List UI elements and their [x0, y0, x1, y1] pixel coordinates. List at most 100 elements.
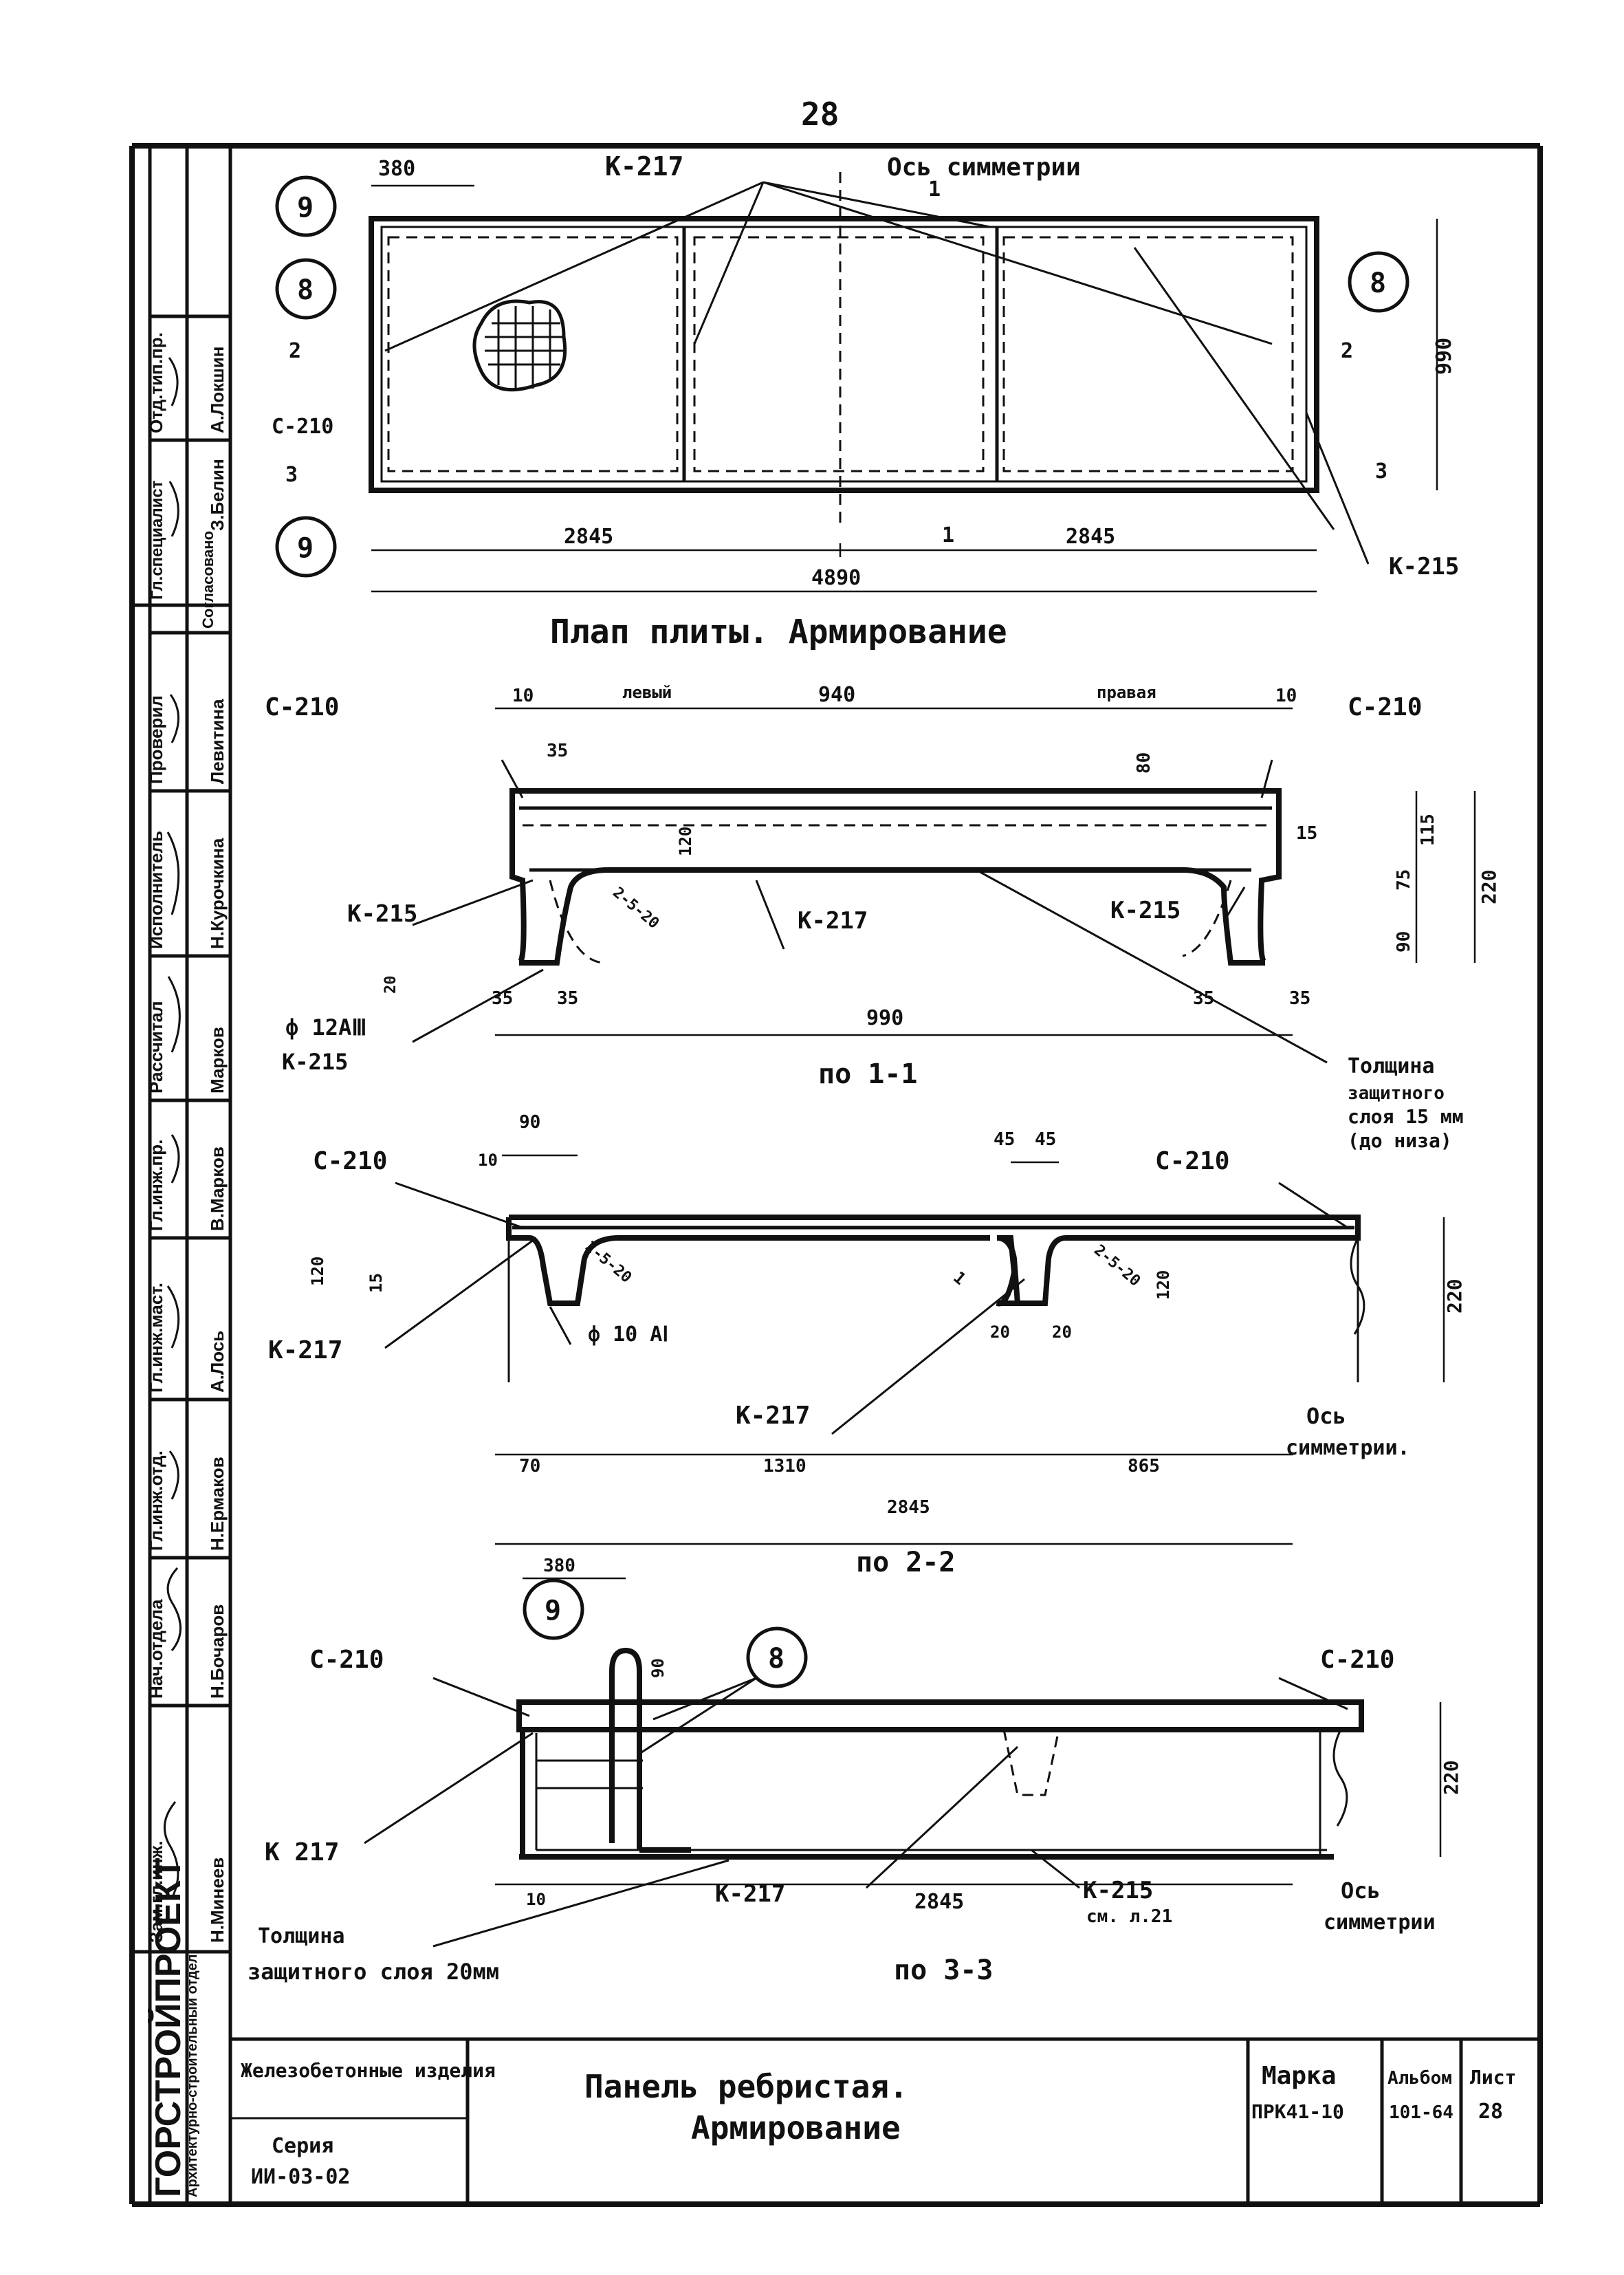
- plan-label-k215: К-215: [1389, 553, 1459, 580]
- s2-rebar: ф 10 АⅠ: [588, 1322, 668, 1347]
- stamp-role-0: Зам.гл.инж.: [146, 1841, 166, 1943]
- section-3-3: [364, 1577, 1442, 1948]
- stamp-name-5: Марков: [207, 1027, 228, 1093]
- s3-d90: 90: [648, 1658, 668, 1678]
- s1-pr: правая: [1097, 683, 1156, 702]
- plan-dim-4890: 4890: [811, 566, 861, 590]
- plan-label-c210: С-210: [272, 415, 333, 439]
- s1-d35: 35: [547, 741, 568, 761]
- s2-d45b: 45: [1035, 1129, 1056, 1150]
- stamp-name-2: Н.Ермаков: [207, 1457, 228, 1551]
- s2-d20a: 20: [990, 1322, 1010, 1342]
- s3-axis1: Ось: [1341, 1877, 1381, 1904]
- s3-k215note: см. л.21: [1086, 1906, 1172, 1927]
- plan-label-s2a: 2: [289, 339, 301, 363]
- s3-c210b: С-210: [1320, 1646, 1394, 1674]
- plan-label-s3a: 3: [285, 463, 298, 487]
- s2-d220: 220: [1443, 1278, 1466, 1314]
- stamp-role-2: Гл.инж.отд.: [146, 1450, 166, 1551]
- tb-doc-type: Железобетонные изделия: [241, 2059, 496, 2082]
- s2-d865: 865: [1128, 1456, 1160, 1477]
- plan-label-s1b: 1: [942, 523, 954, 547]
- s3-c210a: С-210: [309, 1646, 384, 1674]
- s3-axis2: симметрии: [1324, 1911, 1436, 1935]
- s2-bars1: 2-5-20: [582, 1238, 635, 1286]
- tb-title2: Армирование: [691, 2109, 901, 2146]
- s1-rebar: ф 12АⅢ: [285, 1014, 366, 1041]
- s2-d45a: 45: [994, 1129, 1015, 1150]
- s1-d35c: 35: [1193, 988, 1214, 1009]
- s1-note3: слоя 15 мм: [1348, 1105, 1464, 1128]
- sheet-frame: [129, 143, 1543, 2207]
- s1-note4: (до низа): [1348, 1129, 1452, 1152]
- s1-k215c: К-215: [282, 1049, 348, 1075]
- s2-axis1: Ось: [1306, 1403, 1346, 1429]
- marker-circles: [275, 175, 1409, 1688]
- s2-k217b: К-217: [736, 1402, 810, 1430]
- s1-bars: 2-5-20: [609, 884, 662, 932]
- s1-c210b: С-210: [1348, 693, 1422, 721]
- plan-view: [369, 172, 1438, 593]
- tb-album: 101-64: [1389, 2102, 1453, 2123]
- marker-8b: 8: [1370, 268, 1386, 299]
- stamp-role-7: Проверил: [146, 695, 166, 784]
- stamp-name-6: Н.Курочкина: [207, 838, 228, 949]
- section-1-1: [412, 707, 1476, 1064]
- s3-d220: 220: [1440, 1760, 1462, 1795]
- stamp-role-6: Исполнитель: [146, 831, 166, 949]
- tb-title1: Панель ребристая.: [584, 2068, 908, 2105]
- s3-k217b: К-217: [715, 1880, 785, 1908]
- s1-d80: 80: [1134, 752, 1154, 774]
- s3-d2845: 2845: [914, 1890, 964, 1914]
- signature-scribbles: [163, 357, 182, 1899]
- s1-d35d: 35: [1289, 988, 1310, 1009]
- s1-d120: 120: [676, 827, 695, 856]
- slab-outline: [369, 216, 1319, 493]
- s3-d10: 10: [526, 1890, 546, 1909]
- tb-mark: ПРК41-10: [1251, 2100, 1344, 2123]
- s2-d15: 15: [366, 1273, 386, 1293]
- s2-title: по 2-2: [856, 1547, 956, 1578]
- tb-sheet-label: Лист: [1470, 2066, 1516, 2089]
- s1-d75: 75: [1394, 869, 1414, 891]
- marker-8a: 8: [297, 274, 314, 306]
- s2-d70: 70: [519, 1456, 540, 1477]
- stamp-role-1: Нач.отдела: [146, 1599, 166, 1699]
- stamp-role-8: Согласовано: [199, 531, 217, 629]
- page-number: 28: [801, 96, 839, 133]
- s1-k215a: К-215: [347, 900, 417, 928]
- s2-bars2: 2-5-20: [1090, 1241, 1143, 1289]
- s3-d380: 380: [543, 1556, 575, 1576]
- s2-d120a: 120: [308, 1256, 327, 1286]
- stamp-name-4: В.Марков: [207, 1146, 228, 1231]
- s1-d90: 90: [1394, 931, 1414, 953]
- stamp-name-0: Н.Минеев: [207, 1858, 228, 1943]
- s1-note2: защитного: [1348, 1083, 1445, 1104]
- s3-m9: 9: [545, 1595, 561, 1626]
- plan-label-k217: К-217: [605, 151, 683, 182]
- s3-k217a: К 217: [265, 1838, 339, 1866]
- s1-note1: Толщина: [1348, 1054, 1434, 1078]
- s1-title: по 1-1: [818, 1058, 918, 1090]
- section-2-2: [384, 1154, 1445, 1545]
- plan-label-s1a: 1: [928, 177, 941, 202]
- plan-label-axis: Ось симметрии: [887, 153, 1081, 182]
- s1-d115: 115: [1418, 814, 1438, 846]
- s2-c210b: С-210: [1155, 1147, 1229, 1175]
- s3-m8: 8: [768, 1643, 784, 1675]
- s2-one: 1: [950, 1267, 969, 1289]
- s1-d220: 220: [1478, 869, 1500, 904]
- s1-c210a: С-210: [265, 693, 339, 721]
- tb-album-label: Альбом: [1387, 2068, 1452, 2089]
- plan-label-s3b: 3: [1375, 459, 1387, 483]
- stamp-role-9: Гл.специалист: [148, 480, 166, 600]
- s1-d990: 990: [866, 1006, 903, 1030]
- s3-note1: Толщина: [258, 1924, 344, 1948]
- s1-d10a: 10: [512, 686, 534, 706]
- plan-dim-2845a: 2845: [564, 525, 613, 549]
- plan-dim-2845b: 2845: [1066, 525, 1115, 549]
- s1-lev: левый: [622, 683, 672, 702]
- s3-title: по 3-3: [894, 1955, 994, 1986]
- stamp-role-4: Гл.инж.пр.: [146, 1140, 166, 1231]
